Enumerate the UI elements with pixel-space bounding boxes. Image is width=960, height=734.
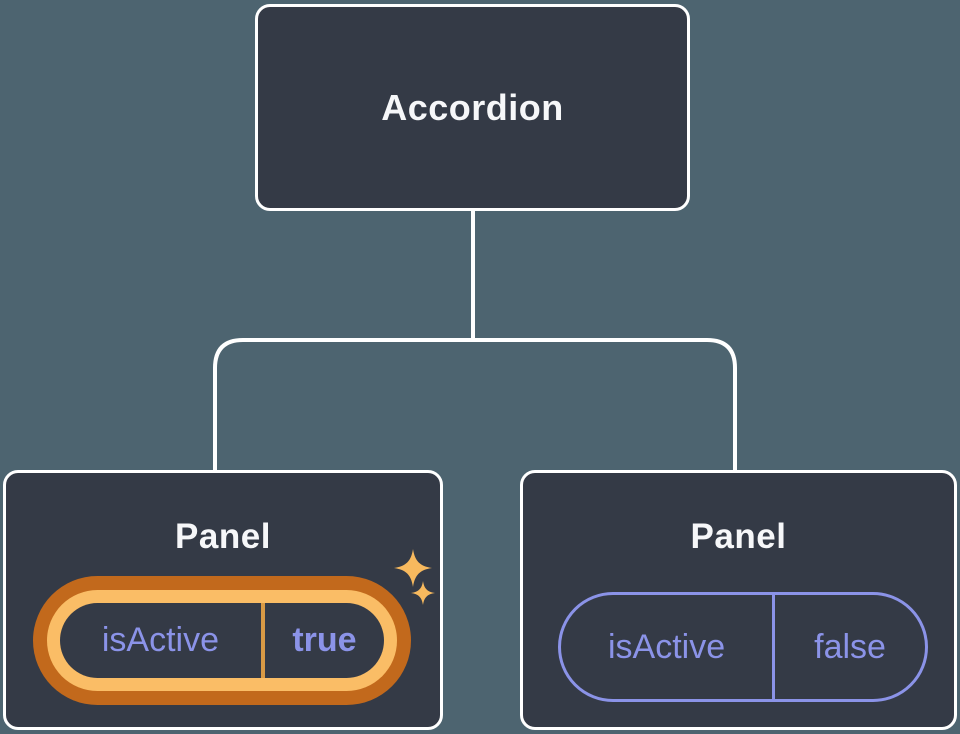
- state-prop-value: true: [260, 603, 384, 678]
- panel-node-inactive: Panel isActive false: [520, 470, 957, 730]
- panel-node-active: Panel isActive true: [3, 470, 443, 730]
- panel-title: Panel: [175, 517, 271, 556]
- state-badge-core: isActive true: [60, 603, 384, 678]
- state-prop-name: isActive: [607, 627, 726, 666]
- state-badge-inactive: isActive false: [558, 592, 928, 702]
- state-prop-name: isActive: [101, 621, 219, 659]
- state-prop-value: false: [772, 595, 925, 699]
- state-badge-gold-ring: isActive true: [47, 590, 397, 691]
- connector-branch: [213, 338, 737, 472]
- accordion-label: Accordion: [381, 86, 564, 128]
- state-badge-active: isActive true: [33, 576, 411, 705]
- panel-title: Panel: [690, 517, 787, 556]
- accordion-node: Accordion: [255, 4, 690, 211]
- sparkle-icon: [411, 581, 435, 605]
